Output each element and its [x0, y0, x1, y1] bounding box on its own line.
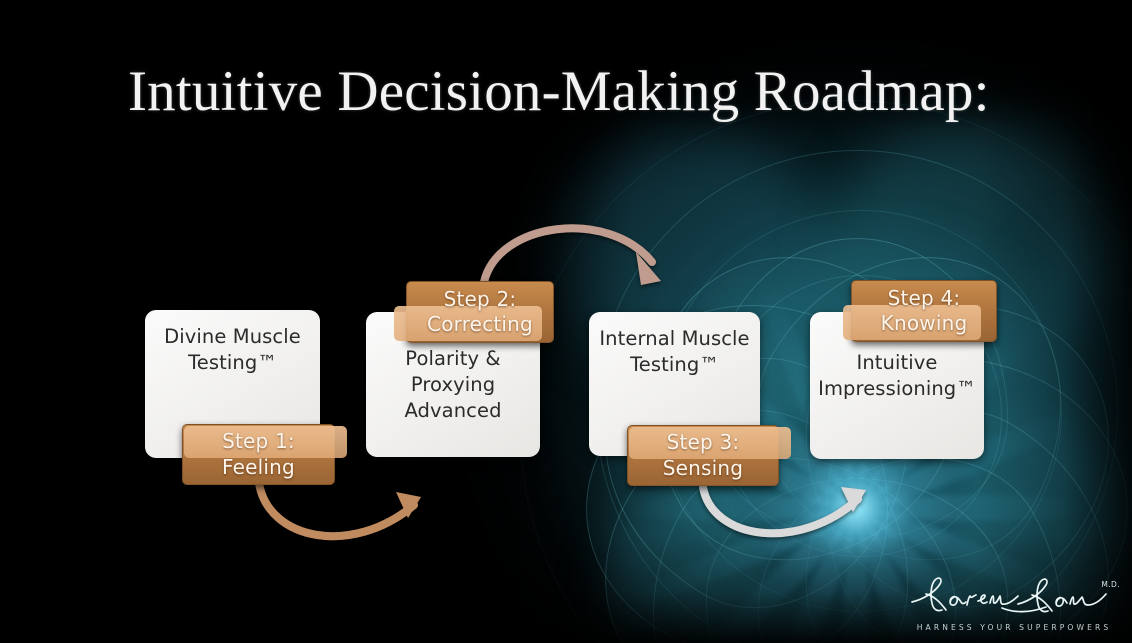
page-title: Intuitive Decision-Making Roadmap: — [128, 60, 990, 123]
step-badge-2-name: Correcting — [427, 312, 533, 336]
step-badge-3-label: Step 3: Sensing — [627, 425, 779, 486]
step-badge-4-label: Step 4: Knowing — [851, 280, 997, 342]
step-badge-4[interactable]: Step 4: Knowing — [843, 280, 997, 342]
step-badge-4-name: Knowing — [880, 311, 968, 335]
logo-md-suffix: M.D. — [1101, 580, 1120, 589]
step-badge-4-sheen — [843, 305, 981, 340]
step-badge-2-step: Step 2: — [443, 286, 517, 311]
step-badge-1-sheen — [184, 426, 347, 458]
step-badge-2-label: Step 2: Correcting — [406, 281, 554, 343]
step-badge-1-label: Step 1: Feeling — [182, 424, 335, 485]
brand-logo: M.D. HARNESS YOUR SUPERPOWERS — [906, 572, 1122, 634]
karen-kan-signature-icon — [911, 577, 1107, 613]
step-badge-3-sheen — [629, 427, 791, 459]
step-badge-1-name: Feeling — [222, 454, 295, 479]
step-badge-2-sheen — [394, 306, 542, 341]
step-badge-4-step: Step 4: — [887, 285, 961, 310]
arrow-step3-to-step4 — [699, 483, 866, 538]
step-badge-3-step: Step 3: — [666, 430, 740, 455]
step-badge-2[interactable]: Step 2: Correcting — [394, 281, 554, 343]
logo-tagline: HARNESS YOUR SUPERPOWERS — [916, 623, 1112, 632]
step-badge-3-name: Sensing — [662, 455, 744, 480]
step-badge-3[interactable]: Step 3: Sensing — [627, 425, 791, 486]
arrow-step2-to-step3 — [480, 224, 661, 286]
arrow-step1-to-step2 — [255, 479, 421, 541]
step-badge-1-step: Step 1: — [222, 429, 295, 454]
step-badge-1[interactable]: Step 1: Feeling — [182, 424, 347, 485]
